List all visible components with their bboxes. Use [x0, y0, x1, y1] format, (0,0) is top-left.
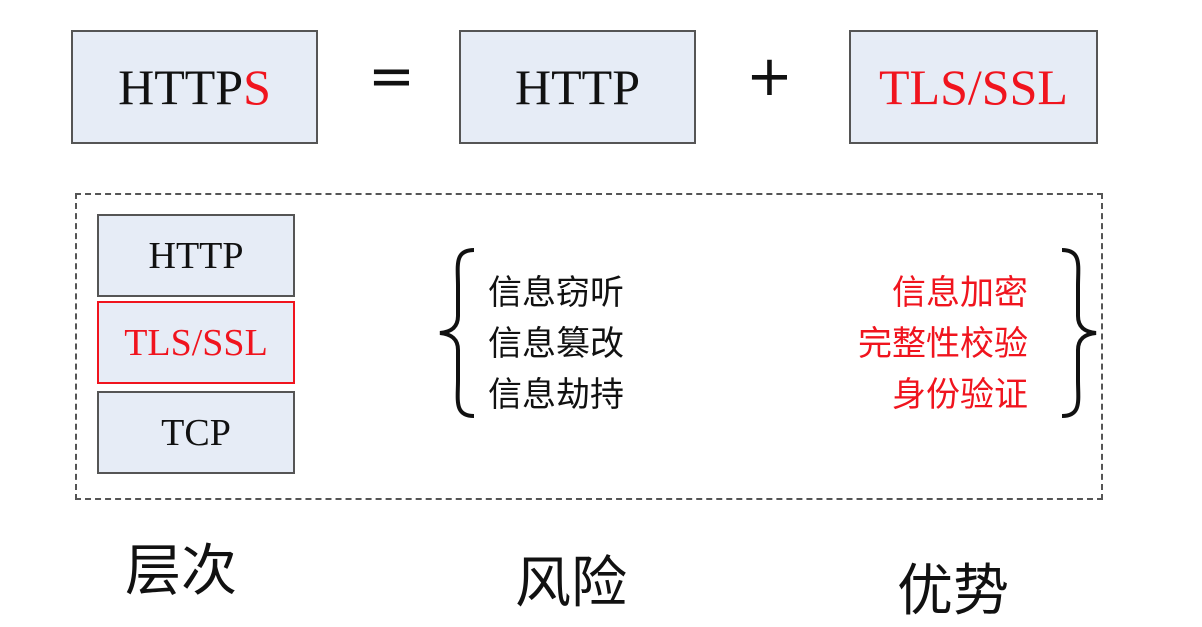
- risk-item: 信息篡改: [488, 324, 624, 364]
- layer-label: TCP: [161, 411, 231, 454]
- layer-label: TLS/SSL: [124, 321, 268, 364]
- https-main-text: HTTP: [118, 59, 244, 115]
- risk-item: 信息窃听: [488, 273, 624, 313]
- tls-text: TLS/SSL: [879, 59, 1068, 115]
- advantage-item: 完整性校验: [858, 324, 1028, 364]
- tls-box: TLS/SSL: [849, 30, 1098, 144]
- detail-dashed-frame: [75, 193, 1103, 500]
- risk-item: 信息劫持: [488, 375, 624, 415]
- right-brace-icon: [1061, 248, 1097, 418]
- label-layers: 层次: [125, 539, 237, 604]
- equals-sign: =: [368, 44, 415, 109]
- layer-label: HTTP: [148, 234, 244, 277]
- layer-http: HTTP: [97, 214, 295, 297]
- advantage-item: 信息加密: [892, 273, 1028, 313]
- layer-tcp: TCP: [97, 391, 295, 474]
- label-advantages: 优势: [897, 559, 1009, 624]
- left-brace-icon: [439, 248, 475, 418]
- advantage-item: 身份验证: [892, 375, 1028, 415]
- risk-list: 信息窃听 信息篡改 信息劫持: [488, 268, 624, 421]
- advantage-list: 信息加密 完整性校验 身份验证: [760, 268, 1028, 421]
- layer-tls: TLS/SSL: [97, 301, 295, 384]
- https-suffix-text: S: [243, 59, 271, 115]
- http-text: HTTP: [515, 59, 640, 115]
- label-risks: 风险: [515, 551, 627, 616]
- http-box: HTTP: [459, 30, 696, 144]
- plus-sign: +: [746, 44, 793, 109]
